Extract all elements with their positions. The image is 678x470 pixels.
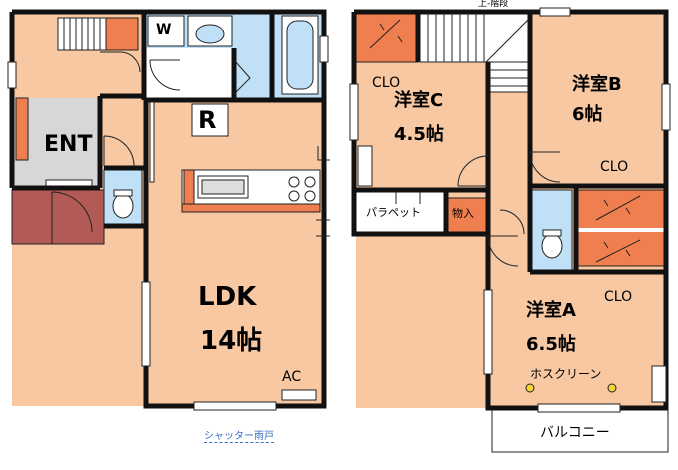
hos-screen-post-right <box>607 383 617 393</box>
storage-label: 物入 <box>452 207 474 220</box>
room-c-label: 洋室C <box>394 90 444 111</box>
aircon-label: AC <box>282 369 302 385</box>
room-a-label: 洋室A <box>526 300 576 321</box>
basin-bowl <box>195 24 225 44</box>
stairs-top-label: 上-階段 <box>478 0 509 9</box>
windows-2f <box>349 7 671 413</box>
toilet-icon <box>112 193 134 219</box>
room-a-size-label: 6.5帖 <box>526 334 576 355</box>
parapet-area <box>354 192 446 234</box>
washer-space <box>147 15 185 47</box>
closet-a-label: CLO <box>604 289 633 305</box>
balcony <box>491 409 669 453</box>
hos-screen-post-left <box>525 383 535 393</box>
shutter-label: シャッター雨戸 <box>204 431 274 443</box>
hos-screen-label: ホスクリーン <box>530 367 602 381</box>
storage-block-1f <box>105 17 139 51</box>
washer-label: W <box>156 22 172 38</box>
toilet-icon-2f <box>541 233 563 259</box>
closet-marks <box>369 19 641 263</box>
dressing-room <box>144 48 234 98</box>
parapet-label: パラペット <box>366 206 421 219</box>
room-c-size-label: 4.5帖 <box>394 124 444 145</box>
porch <box>12 190 104 244</box>
refrigerator <box>191 103 229 137</box>
second-floor-walls <box>351 9 669 411</box>
windows-1f <box>7 35 329 411</box>
stairs-1f <box>57 17 107 51</box>
closet-c <box>355 13 419 63</box>
doors-2f <box>395 151 561 267</box>
refrigerator-label: R <box>198 106 217 134</box>
stove-icon <box>288 176 316 202</box>
shoe-cabinet <box>15 97 29 161</box>
doors-1f <box>100 51 330 237</box>
closet-c-label: CLO <box>372 75 401 91</box>
ldk-size-label: 14帖 <box>200 326 263 356</box>
room-b-size-label: 6帖 <box>572 104 603 125</box>
balcony-label: バルコニー <box>540 425 610 441</box>
aircon-unit <box>281 389 317 401</box>
entrance-label: ENT <box>44 132 93 157</box>
room-b-label: 洋室B <box>572 74 622 95</box>
closet-b-label: CLO <box>600 159 629 175</box>
counter-bar <box>181 203 321 213</box>
ldk-label: LDK <box>198 282 257 312</box>
